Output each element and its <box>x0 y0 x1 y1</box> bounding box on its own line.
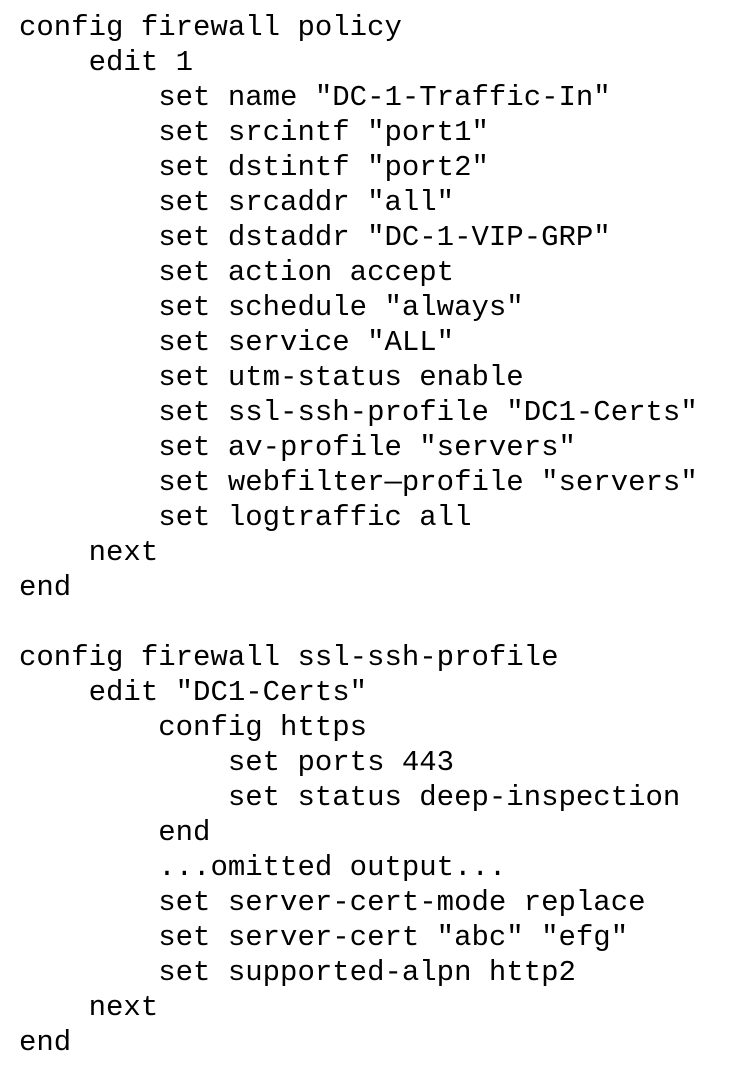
code-indent <box>19 361 158 394</box>
code-indent <box>19 396 158 429</box>
code-text: edit "DC1-Certs" <box>88 676 368 709</box>
code-line: set dstintf "port2" <box>19 150 698 185</box>
code-indent <box>19 536 89 569</box>
config-code-block: config firewall policy edit 1 set name "… <box>19 10 698 1060</box>
code-text: end <box>158 816 211 849</box>
code-indent <box>19 466 158 499</box>
code-text: next <box>88 536 159 569</box>
code-text: set ports 443 <box>227 746 455 779</box>
code-indent <box>19 151 158 184</box>
code-text: set dstaddr "DC-1-VIP-GRP" <box>158 221 611 254</box>
code-line <box>19 605 698 640</box>
code-indent <box>19 291 158 324</box>
code-text: set server-cert-mode replace <box>158 886 646 919</box>
code-line: set av-profile "servers" <box>19 430 698 465</box>
code-line: set utm-status enable <box>19 360 698 395</box>
code-line: set status deep-inspection <box>19 780 698 815</box>
code-line: edit 1 <box>19 45 698 80</box>
code-line: set dstaddr "DC-1-VIP-GRP" <box>19 220 698 255</box>
code-text: set webfilter—profile "servers" <box>158 466 698 499</box>
code-line: set srcaddr "all" <box>19 185 698 220</box>
code-line: set action accept <box>19 255 698 290</box>
code-text: set av-profile "servers" <box>158 431 576 464</box>
code-text: set service "ALL" <box>158 326 455 359</box>
code-text: end <box>19 571 72 604</box>
code-text: set name "DC-1-Traffic-In" <box>158 81 611 114</box>
code-line: edit "DC1-Certs" <box>19 675 698 710</box>
code-indent <box>19 501 158 534</box>
code-text: set status deep-inspection <box>227 781 681 814</box>
code-text: set supported-alpn http2 <box>158 956 576 989</box>
code-indent <box>19 431 158 464</box>
code-line: set server-cert "abc" "efg" <box>19 920 698 955</box>
code-indent <box>19 921 158 954</box>
code-indent <box>19 676 89 709</box>
code-line: set schedule "always" <box>19 290 698 325</box>
code-line: set srcintf "port1" <box>19 115 698 150</box>
code-indent <box>19 46 89 79</box>
code-line: set webfilter—profile "servers" <box>19 465 698 500</box>
code-line: end <box>19 1025 698 1060</box>
code-line: config firewall ssl-ssh-profile <box>19 640 698 675</box>
code-indent <box>19 81 158 114</box>
code-line: set supported-alpn http2 <box>19 955 698 990</box>
code-line: config https <box>19 710 698 745</box>
code-line: set logtraffic all <box>19 500 698 535</box>
code-text: set logtraffic all <box>158 501 472 534</box>
code-line: next <box>19 535 698 570</box>
code-text: set srcaddr "all" <box>158 186 455 219</box>
code-line: end <box>19 815 698 850</box>
code-line: ...omitted output... <box>19 850 698 885</box>
code-indent <box>19 221 158 254</box>
code-line: set server-cert-mode replace <box>19 885 698 920</box>
code-indent <box>19 781 228 814</box>
code-indent <box>19 116 158 149</box>
code-text: set action accept <box>158 256 455 289</box>
code-text: set schedule "always" <box>158 291 524 324</box>
code-indent <box>19 746 228 779</box>
code-indent <box>19 711 158 744</box>
code-text: end <box>19 1026 72 1059</box>
code-text: set ssl-ssh-profile "DC1-Certs" <box>158 396 698 429</box>
code-text: next <box>88 991 159 1024</box>
code-text: config firewall ssl-ssh-profile <box>19 641 559 674</box>
code-line: config firewall policy <box>19 10 698 45</box>
code-line: end <box>19 570 698 605</box>
code-indent <box>19 256 158 289</box>
code-text: config firewall policy <box>19 11 402 44</box>
code-text: set srcintf "port1" <box>158 116 489 149</box>
code-text: set dstintf "port2" <box>158 151 489 184</box>
code-line: next <box>19 990 698 1025</box>
code-text: set server-cert "abc" "efg" <box>158 921 629 954</box>
code-line: set name "DC-1-Traffic-In" <box>19 80 698 115</box>
code-line: set ports 443 <box>19 745 698 780</box>
code-indent <box>19 956 158 989</box>
code-line: set ssl-ssh-profile "DC1-Certs" <box>19 395 698 430</box>
code-indent <box>19 991 89 1024</box>
code-text: set utm-status enable <box>158 361 524 394</box>
code-text: edit 1 <box>88 46 194 79</box>
code-indent <box>19 326 158 359</box>
code-indent <box>19 851 158 884</box>
code-line: set service "ALL" <box>19 325 698 360</box>
code-text: config https <box>158 711 368 744</box>
code-text: ...omitted output... <box>158 851 507 884</box>
code-indent <box>19 186 158 219</box>
code-indent <box>19 886 158 919</box>
code-indent <box>19 816 158 849</box>
